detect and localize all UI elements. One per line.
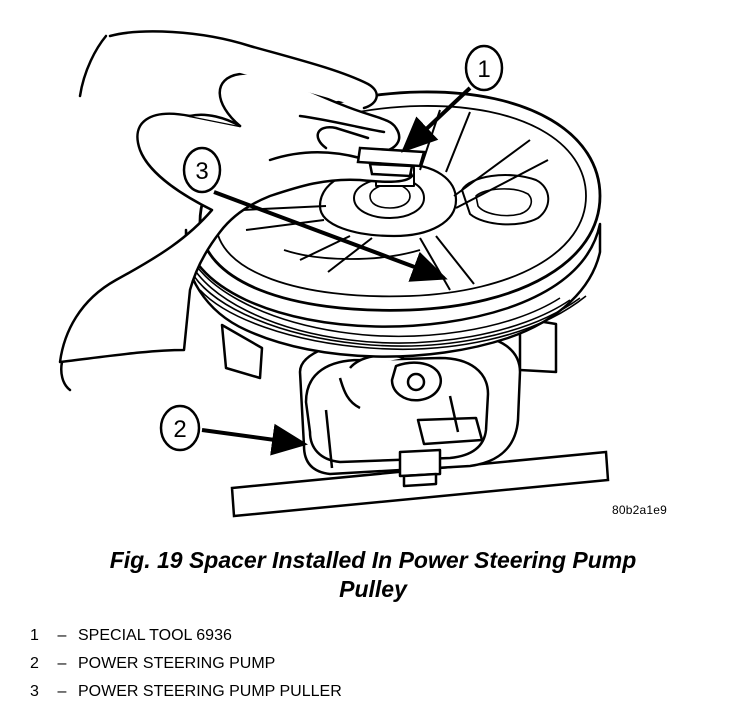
callout-1: 1 [401,44,504,153]
legend-label: POWER STEERING PUMP [78,655,276,672]
legend-label: SPECIAL TOOL 6936 [78,627,232,644]
legend-separator: – [57,683,67,700]
legend-separator: – [57,627,67,644]
legend-number: 3 [30,683,39,700]
hand [58,30,414,392]
callout-1-number: 1 [477,56,490,83]
callout-3-number: 3 [195,158,208,185]
legend-item: 1 –SPECIAL TOOL 6936 [30,622,342,650]
legend-item: 2 –POWER STEERING PUMP [30,650,342,678]
legend-separator: – [57,655,67,672]
legend-label: POWER STEERING PUMP PULLER [78,683,342,700]
callout-2-number: 2 [173,416,186,443]
legend-number: 1 [30,627,39,644]
power-steering-pump [220,316,558,488]
legend: 1–SPECIAL TOOL 6936 2–POWER STEERING PUM… [30,622,342,706]
figure-caption: Fig. 19 Spacer Installed In Power Steeri… [0,546,736,604]
pump-pulley-illustration: 1 3 2 [58,30,610,518]
caption-line-1: Fig. 19 Spacer Installed In Power Steeri… [109,547,637,573]
caption-line-2: Pulley [339,576,407,602]
figure-id: 80b2a1e9 [612,503,667,517]
legend-item: 3 –POWER STEERING PUMP PULLER [30,678,342,706]
legend-number: 2 [30,655,39,672]
callout-3: 3 [182,146,448,282]
callout-2: 2 [159,404,308,456]
